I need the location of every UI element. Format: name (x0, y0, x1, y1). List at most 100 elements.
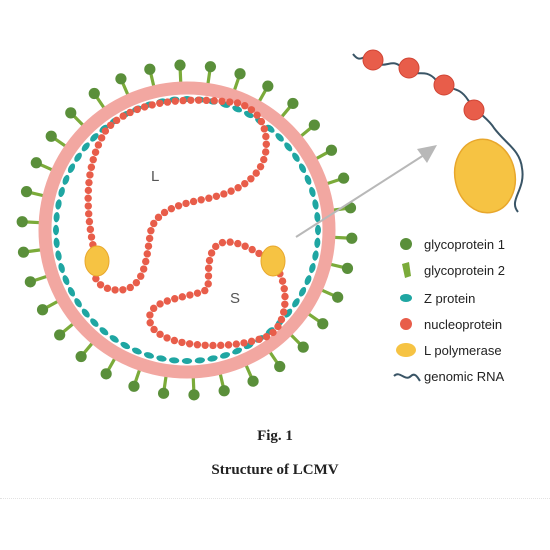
nucleoprotein (248, 245, 256, 254)
nucleoprotein (163, 297, 171, 305)
z-protein (194, 357, 206, 364)
z-protein (275, 133, 284, 142)
nucleoprotein (84, 202, 92, 210)
z-protein (292, 298, 300, 308)
nucleoprotein (84, 186, 93, 195)
glycoprotein-1-icon (400, 238, 412, 250)
legend-label-glycoprotein-1: glycoprotein 1 (424, 237, 505, 252)
genomic-rna-icon (393, 373, 421, 382)
glycoprotein-1-head (157, 387, 170, 399)
nucleoprotein (142, 257, 150, 266)
l-polymerase-s-segment (260, 245, 286, 277)
nucleoprotein (280, 285, 288, 293)
nucleoprotein (150, 219, 158, 228)
legend-label-l-polymerase: L polymerase (424, 343, 502, 358)
nucleoprotein (119, 112, 127, 120)
nucleoprotein (186, 291, 194, 299)
nucleoprotein (87, 163, 96, 171)
nucleoprotein (204, 280, 212, 288)
legend-label-genomic-rna: genomic RNA (424, 369, 505, 384)
z-protein (53, 237, 60, 249)
nucleoprotein (212, 242, 220, 251)
z-protein (62, 275, 70, 286)
nucleoprotein (233, 99, 242, 107)
nucleoprotein (149, 304, 158, 313)
nucleoprotein (179, 96, 187, 105)
nucleoprotein (210, 97, 218, 105)
nucleoprotein (171, 295, 179, 303)
nucleoprotein (279, 308, 288, 316)
inset-nucleoprotein (463, 99, 485, 121)
nucleoprotein (112, 116, 121, 125)
z-protein (120, 341, 131, 350)
nucleoprotein (96, 281, 105, 289)
envelope-glycoprotein-spikes (16, 59, 358, 401)
nucleoprotein (201, 286, 209, 295)
nucleoprotein (89, 155, 97, 164)
nucleoprotein (234, 184, 242, 192)
nucleoprotein (103, 284, 112, 293)
glycoprotein-1-head (262, 80, 274, 92)
nucleoprotein (217, 341, 225, 350)
nucleoprotein (247, 337, 256, 346)
inset-nucleoprotein (433, 74, 455, 96)
nucleoprotein (91, 148, 100, 156)
nucleoprotein (281, 292, 289, 301)
nucleoprotein (212, 192, 221, 200)
zoom-arrowhead (417, 145, 437, 163)
glycoprotein-1-head (287, 97, 299, 110)
nucleoprotein (234, 239, 242, 248)
figure-number: Fig. 1 (257, 428, 293, 444)
nucleoprotein (227, 187, 235, 195)
z-protein (109, 335, 119, 343)
divider (0, 498, 550, 499)
nucleoprotein (85, 217, 94, 226)
z-protein (312, 250, 319, 261)
nucleoprotein (281, 300, 289, 308)
nucleoprotein (255, 249, 263, 258)
s-segment-label: S (230, 290, 240, 307)
nucleoprotein (232, 340, 240, 348)
z-protein (58, 186, 65, 198)
glycoprotein-1-head (16, 216, 28, 228)
z-protein (298, 286, 307, 297)
inset-nucleoprotein (362, 49, 384, 71)
nucleoprotein (240, 339, 248, 347)
nucleoprotein (111, 286, 119, 294)
legend-label-nucleoprotein: nucleoprotein (424, 317, 502, 332)
z-protein (232, 347, 243, 355)
z-protein (81, 142, 90, 152)
nucleoprotein (241, 102, 249, 110)
glycoprotein-1-head (115, 73, 127, 85)
z-protein (55, 250, 62, 261)
nucleoprotein (119, 286, 127, 294)
nucleoprotein (167, 204, 176, 213)
nucleoprotein (178, 338, 186, 347)
nucleoprotein (145, 234, 154, 243)
nucleoprotein (160, 208, 169, 217)
z-protein (55, 199, 62, 210)
z-protein (298, 163, 307, 174)
glycoprotein-1-head (100, 368, 112, 380)
nucleoprotein (220, 190, 228, 198)
nucleoprotein (185, 340, 194, 348)
nucleoprotein (201, 341, 209, 349)
l-segment-label: L (151, 168, 159, 185)
nucleoprotein (256, 162, 265, 171)
nucleoprotein (182, 199, 190, 208)
nucleoprotein (226, 98, 234, 106)
glycoprotein-1-head (88, 87, 100, 100)
inset-nucleoprotein (398, 57, 420, 79)
nucleoprotein (87, 233, 96, 241)
nucleoprotein (207, 249, 216, 257)
nucleoprotein (106, 121, 115, 129)
glycoprotein-1-head (346, 232, 358, 244)
inset-l-polymerase (453, 138, 517, 214)
glycoprotein-1-head (338, 172, 350, 184)
nucleoprotein (204, 264, 213, 272)
nucleoprotein (139, 265, 148, 273)
nucleoprotein (218, 97, 226, 105)
nucleoprotein (226, 238, 234, 246)
glycoprotein-1-head (247, 375, 259, 387)
z-protein (219, 352, 231, 359)
